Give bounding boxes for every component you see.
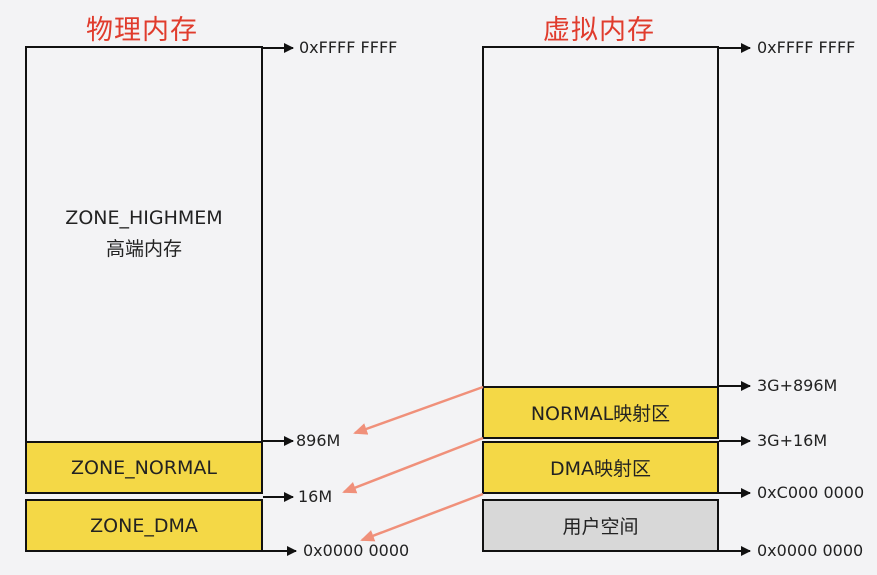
- dma-map-box: DMA映射区: [482, 441, 719, 494]
- virt-addr-3g896m: 3G+896M: [757, 376, 838, 395]
- zone-dma-box: ZONE_DMA: [25, 499, 263, 552]
- phys-addr-896m: 896M: [296, 431, 341, 450]
- normal-map-label: NORMAL映射区: [530, 403, 671, 425]
- mapping-arrow-dma: [342, 436, 484, 494]
- zone-highmem-label-group: ZONE_HIGHMEM 高端内存: [25, 203, 263, 265]
- zone-highmem-name: ZONE_HIGHMEM: [65, 207, 223, 229]
- virt-addr-3g16m: 3G+16M: [757, 431, 828, 450]
- zone-dma-label: ZONE_DMA: [90, 514, 198, 537]
- user-space-box: 用户空间: [482, 499, 719, 552]
- mapping-arrow-normal: [353, 385, 484, 435]
- virt-addr-top: 0xFFFF FFFF: [757, 38, 856, 57]
- dma-map-label: DMA映射区: [549, 458, 652, 480]
- zone-normal-box: ZONE_NORMAL: [25, 441, 263, 494]
- virtual-memory-title: 虚拟内存: [543, 15, 655, 46]
- zone-normal-label: ZONE_NORMAL: [70, 456, 218, 479]
- virt-addr-c0000000: 0xC000 0000: [757, 483, 865, 502]
- phys-addr-16m: 16M: [298, 487, 333, 506]
- virt-addr-bottom: 0x0000 0000: [757, 541, 864, 560]
- user-space-label: 用户空间: [562, 516, 639, 538]
- mapping-arrow-zero: [360, 492, 484, 542]
- physical-memory-title: 物理内存: [86, 15, 198, 46]
- normal-map-box: NORMAL映射区: [482, 386, 719, 439]
- phys-addr-bottom: 0x0000 0000: [303, 541, 410, 560]
- phys-addr-top: 0xFFFF FFFF: [299, 38, 398, 57]
- zone-highmem-desc: 高端内存: [105, 238, 182, 260]
